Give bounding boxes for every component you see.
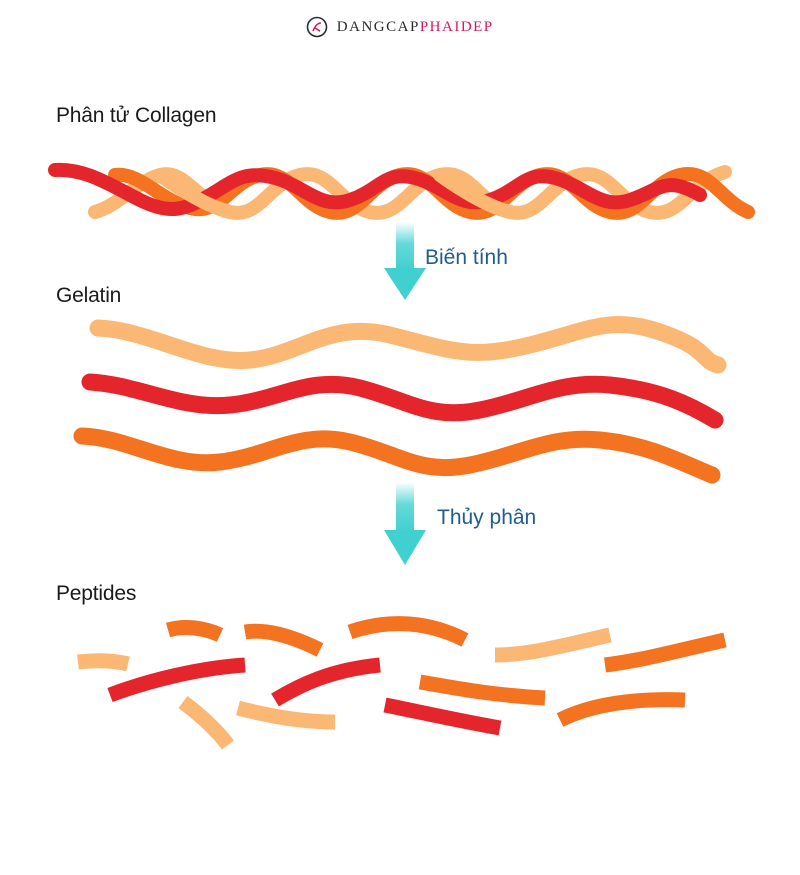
peptide-fragment: [165, 620, 224, 642]
brand-name: DANGCAPPHAIDEP: [336, 18, 494, 35]
brand-header: DANGCAPPHAIDEP: [0, 16, 800, 38]
gelatin-strand-orange: [73, 427, 721, 484]
hydrolysis-arrow-icon: [384, 482, 426, 565]
denature-step-label: Biến tính: [425, 246, 508, 269]
gelatin-label: Gelatin: [56, 284, 122, 307]
gelatin-strand-light: [89, 315, 727, 374]
brand-logo-icon: [307, 16, 328, 38]
gelatin-strand-red: [81, 373, 724, 429]
denature-arrow-icon: [384, 222, 426, 300]
collagen-strand-light-overlap: [153, 168, 517, 219]
peptide-fragments: [77, 616, 727, 750]
collagen-strand-red: [48, 162, 707, 217]
peptide-fragment: [494, 627, 612, 663]
collagen-label: Phân tử Collagen: [56, 104, 217, 127]
peptide-fragment: [107, 657, 246, 703]
collagen-triple-helix: [48, 162, 755, 220]
peptide-fragment: [604, 632, 727, 673]
peptide-fragment: [178, 696, 234, 750]
peptide-fragment: [236, 700, 336, 730]
hydrolysis-step-label: Thủy phân: [437, 506, 537, 529]
peptide-fragment: [383, 697, 502, 736]
peptide-fragment: [271, 657, 381, 707]
peptide-fragment: [418, 674, 546, 706]
peptides-label: Peptides: [56, 582, 137, 605]
gelatin-strands: [73, 315, 727, 484]
peptide-fragment: [556, 692, 686, 727]
peptide-fragment: [77, 653, 130, 672]
peptide-fragment: [243, 623, 324, 657]
peptide-fragment: [347, 616, 469, 647]
